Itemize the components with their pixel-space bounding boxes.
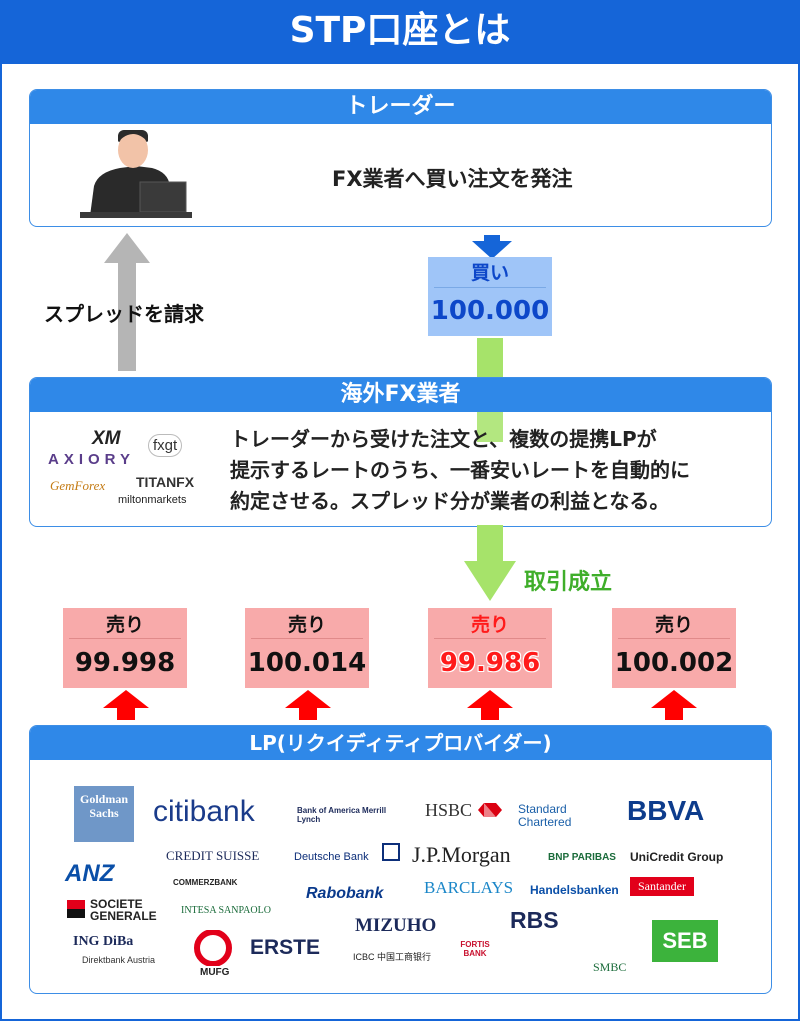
rbs-logo: RBS <box>510 907 559 933</box>
smbc-logo: SMBC <box>593 960 627 974</box>
handelsbanken-logo: Handelsbanken <box>530 883 619 897</box>
icbc-logo: ICBC 中国工商银行 <box>353 952 432 962</box>
axiory-logo: AXIORY <box>48 451 135 468</box>
deutsche-bank-logo: Deutsche Bank <box>294 851 369 863</box>
jpmorgan-logo: J.P.Morgan <box>412 842 511 867</box>
spread-up-arrow <box>104 233 150 371</box>
best-sell-quote-box: 売り 99.986 <box>428 608 552 688</box>
mizuho-logo: MIZUHO <box>355 915 437 936</box>
bnp-paribas-logo: BNP PARIBAS <box>548 852 616 863</box>
quote-up-arrow <box>285 690 331 720</box>
mufg-icon <box>194 930 232 966</box>
deutsche-bank-icon <box>382 843 400 861</box>
xm-logo: XM <box>92 428 121 449</box>
sell-label: 売り <box>251 608 363 639</box>
lp-panel: LP(リクイディティプロバイダー) <box>29 725 772 994</box>
deal-arrow-head <box>464 525 516 601</box>
standard-chartered-logo: Standard Chartered <box>518 802 572 829</box>
broker-description: トレーダーから受けた注文と、複数の提携LPが 提示するレートのうち、一番安いレー… <box>230 424 770 517</box>
rabobank-logo: Rabobank <box>306 885 384 902</box>
spread-label: スプレッドを請求 <box>44 302 204 326</box>
societe-generale-icon <box>67 900 85 918</box>
broker-header: 海外FX業者 <box>30 378 771 412</box>
sell-quote-box: 売り 100.002 <box>612 608 736 688</box>
sell-value: 100.002 <box>614 648 734 678</box>
gemforex-logo: GemForex <box>50 478 106 493</box>
intesa-sanpaolo-logo: INTESA SANPAOLO <box>181 905 271 916</box>
sell-label: 売り <box>434 608 546 639</box>
bofa-merrill-logo: Bank of America Merrill Lynch <box>297 806 387 824</box>
trader-person-icon <box>80 130 192 218</box>
sell-quote-box: 売り 99.998 <box>63 608 187 688</box>
commerzbank-logo: COMMERZBANK <box>173 878 238 887</box>
seb-logo: SEB <box>652 920 718 962</box>
quote-up-arrow <box>651 690 697 720</box>
societe-generale-logo: SOCIETE GENERALE <box>90 897 157 923</box>
fxgt-logo: fxgt <box>148 434 183 457</box>
credit-suisse-logo: CREDIT SUISSE <box>166 848 260 863</box>
quote-up-arrow <box>467 690 513 720</box>
titanfx-logo: TITANFX <box>136 474 195 490</box>
broker-text-line: 提示するレートのうち、一番安いレートを自動的に <box>230 458 690 482</box>
sell-label: 売り <box>69 608 181 639</box>
citibank-logo: citibank <box>153 795 255 828</box>
erste-logo: ERSTE <box>250 936 321 959</box>
trader-order-text: FX業者へ買い注文を発注 <box>332 167 573 191</box>
barclays-logo: BARCLAYS <box>424 878 514 897</box>
page-title: STP口座とは <box>0 0 800 64</box>
deal-connector-overlay <box>477 412 503 442</box>
broker-text-line: トレーダーから受けた注文と、複数の提携LPが <box>230 427 657 451</box>
anz-logo: ANZ <box>65 860 115 887</box>
buy-label: 買い <box>434 257 546 288</box>
trader-header: トレーダー <box>30 90 771 124</box>
hsbc-logo: HSBC <box>425 800 473 820</box>
buy-value: 100.000 <box>430 296 550 326</box>
buy-quote-box: 買い 100.000 <box>428 257 552 336</box>
lp-header: LP(リクイディティプロバイダー) <box>30 726 771 760</box>
sell-value: 99.986 <box>439 648 541 678</box>
bbva-logo: BBVA <box>627 795 705 826</box>
order-down-arrow <box>472 235 512 259</box>
ing-diba-logo: ING DiBa <box>73 934 134 949</box>
goldman-sachs-logo: Goldman Sachs <box>74 786 134 842</box>
sell-value: 100.014 <box>247 648 367 678</box>
sell-label: 売り <box>618 608 730 639</box>
fortis-bank-logo: FORTIS BANK <box>460 940 490 958</box>
unicredit-logo: UniCredit Group <box>630 850 724 864</box>
mufg-logo: MUFG <box>200 967 230 978</box>
miltonmarkets-logo: miltonmarkets <box>118 494 187 506</box>
quote-up-arrow <box>103 690 149 720</box>
santander-logo: Santander <box>630 877 694 896</box>
broker-text-line: 約定させる。スプレッド分が業者の利益となる。 <box>230 489 670 513</box>
sell-quote-box: 売り 100.014 <box>245 608 369 688</box>
sell-value: 99.998 <box>74 648 176 678</box>
deal-label: 取引成立 <box>524 570 613 595</box>
direktbank-austria-logo: Direktbank Austria <box>82 955 156 965</box>
hsbc-hexagon-icon <box>478 803 502 817</box>
